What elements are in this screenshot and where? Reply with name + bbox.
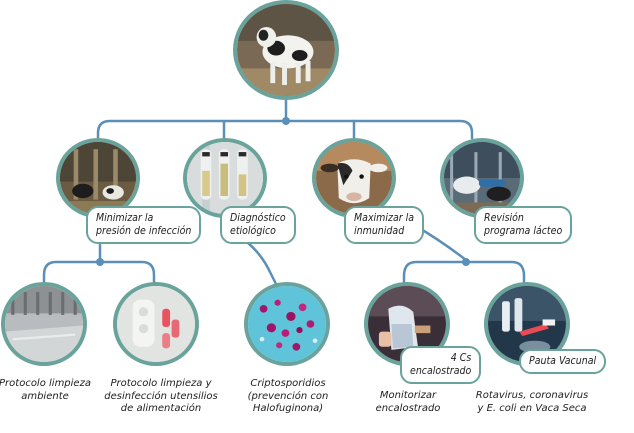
- leaf-caption-environment: Protocolo limpieza ambiente: [0, 378, 91, 402]
- leaf-caption-cryptosporidium: Criptosporidios (prevención con Halofugi…: [247, 378, 329, 414]
- microscopy-photo: [244, 282, 330, 366]
- barn-floor-photo: [1, 282, 87, 366]
- root-junction-dot: [282, 117, 290, 125]
- leaf-junction-dot-c: [462, 258, 470, 266]
- branch-label-infection: Minimizar la presión de infección: [86, 206, 202, 244]
- leaf-caption-utensils: Protocolo limpieza y desinfección utensi…: [104, 378, 218, 414]
- feeding-bottles-photo: [113, 282, 199, 366]
- leaf-badge-vaccination: Pauta Vacunal: [519, 349, 607, 374]
- calf-face-photo: [312, 138, 396, 218]
- branch-label-diagnosis: Diagnóstico etiológico: [220, 206, 296, 244]
- branch-label-milk-program: Revisión programa lácteo: [474, 206, 573, 244]
- calf-photo: [233, 0, 339, 100]
- leaf-link-b: [246, 241, 280, 290]
- leaf-caption-vaccines: Rotavirus, coronavirus y E. coli en Vaca…: [475, 390, 589, 414]
- leaf-badge-colostrum: 4 Cs encalostrado: [400, 346, 482, 384]
- leaf-caption-colostrum: Monitorizar encalostrado: [375, 390, 441, 414]
- branch-label-immunity: Maximizar la inmunidad: [344, 206, 425, 244]
- calf-pen-photo: [56, 138, 140, 218]
- leaf-junction-dot-a: [96, 258, 104, 266]
